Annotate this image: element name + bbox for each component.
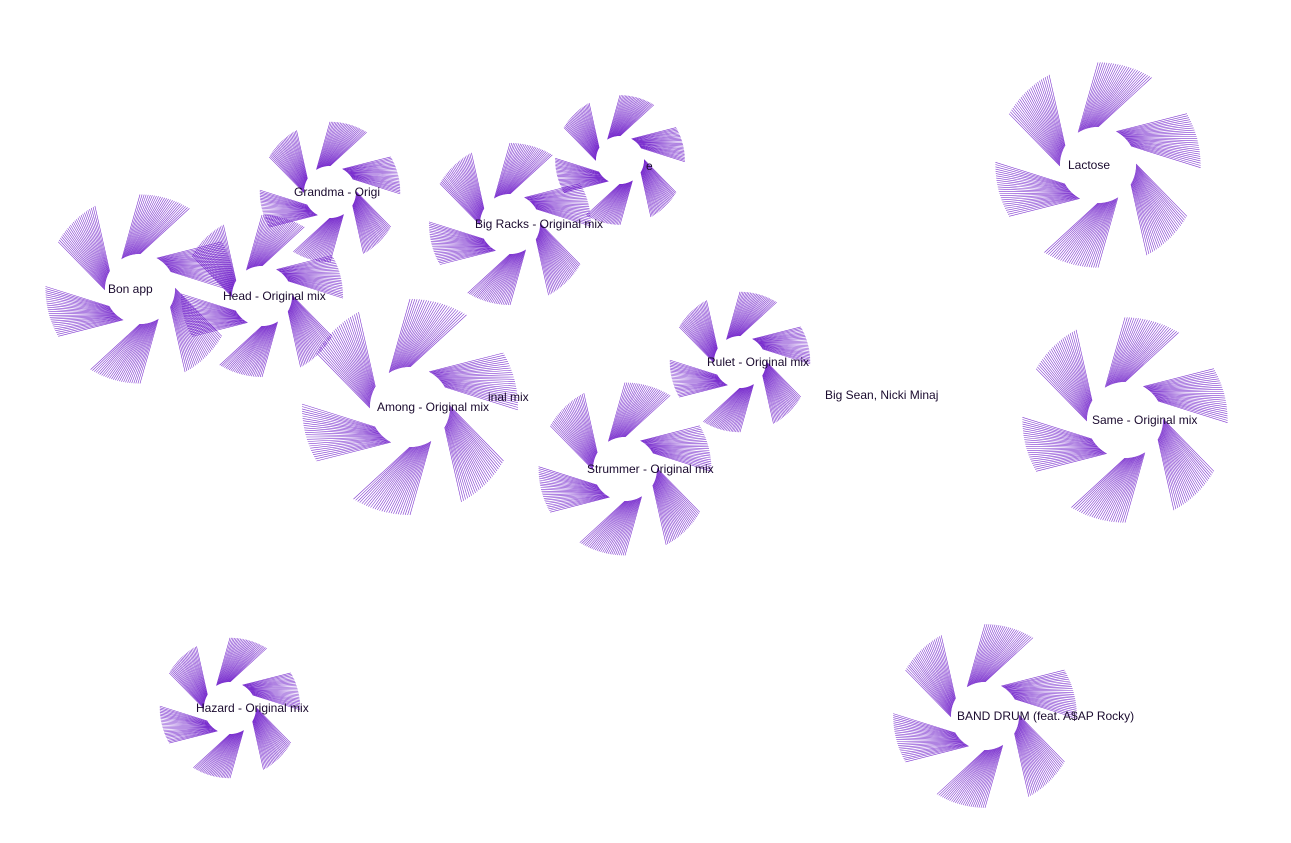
flower-glyph-head bbox=[180, 214, 344, 378]
flower-glyph-same bbox=[1022, 317, 1228, 523]
track-label-partial[interactable]: e bbox=[646, 159, 653, 173]
track-label-band-drum[interactable]: BAND DRUM (feat. A$AP Rocky) bbox=[957, 709, 1134, 723]
track-label-hazard[interactable]: Hazard - Original mix bbox=[196, 701, 309, 715]
track-label-rulet[interactable]: Rulet - Original mix bbox=[707, 355, 809, 369]
flower-glyph-layer bbox=[45, 62, 1228, 808]
track-label-among[interactable]: Among - Original mix bbox=[377, 400, 489, 414]
flower-glyph-banddrum bbox=[893, 624, 1077, 808]
label-layer: Bon app Grandma - Origi Head - Original … bbox=[108, 158, 1197, 723]
flower-glyph-partial bbox=[555, 95, 685, 225]
track-label-bon[interactable]: Bon app bbox=[108, 282, 153, 296]
track-label-head[interactable]: Head - Original mix bbox=[223, 289, 326, 303]
flower-glyph-hazard bbox=[159, 637, 301, 779]
free-label-big-sean: Big Sean, Nicki Minaj bbox=[825, 388, 938, 402]
track-label-strummer[interactable]: Strummer - Original mix bbox=[587, 462, 714, 476]
track-label-lactose[interactable]: Lactose bbox=[1068, 158, 1110, 172]
flower-glyph-lactose bbox=[995, 62, 1201, 268]
flower-glyph-bigracks bbox=[428, 142, 592, 306]
track-label-grandma[interactable]: Grandma - Origi bbox=[294, 185, 380, 199]
flower-glyph-rulet bbox=[669, 291, 811, 433]
flower-glyph-grandma bbox=[259, 121, 401, 263]
track-label-same[interactable]: Same - Original mix bbox=[1092, 413, 1197, 427]
flower-glyph-strummer bbox=[538, 382, 712, 556]
flower-glyph-among bbox=[301, 298, 519, 516]
free-label-inal-mix: inal mix bbox=[488, 390, 529, 404]
track-label-big-racks[interactable]: Big Racks - Original mix bbox=[475, 217, 603, 231]
